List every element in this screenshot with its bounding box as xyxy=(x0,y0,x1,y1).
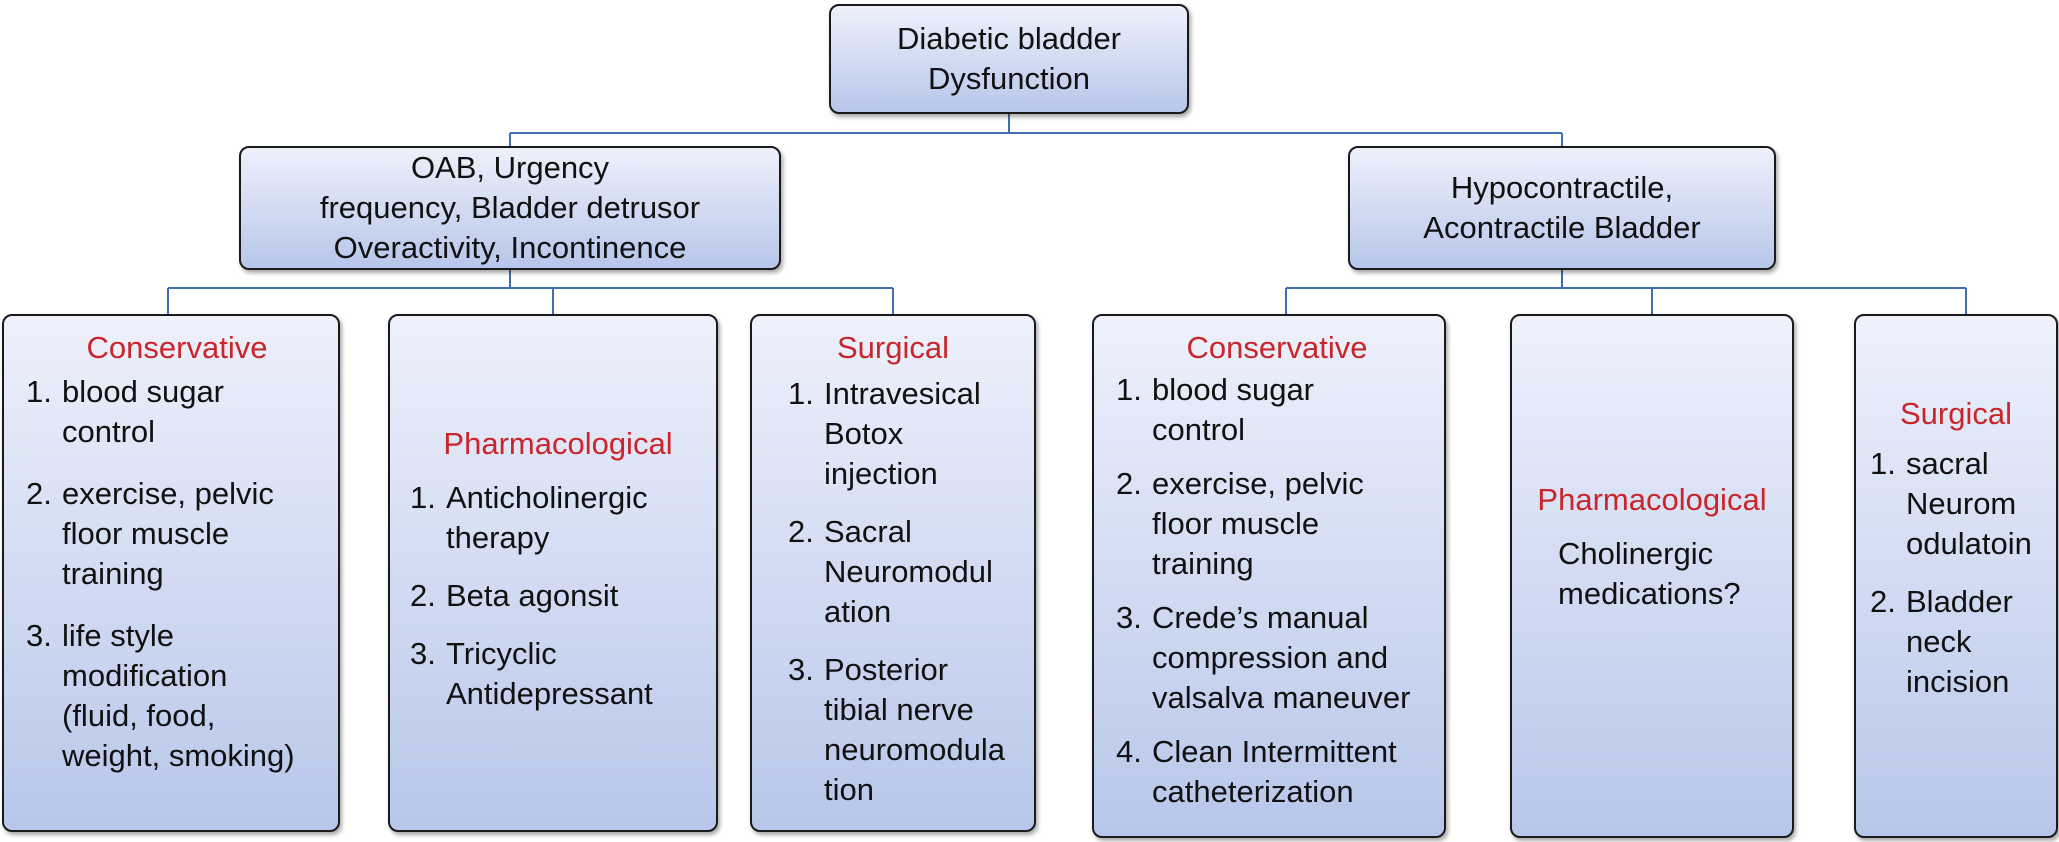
list-item: 4.Clean Intermittent catheterization xyxy=(1116,734,1397,809)
list-item: 2.exercise, pelvic floor muscle training xyxy=(1116,466,1364,581)
list-item: 1.blood sugar control xyxy=(1116,372,1315,447)
right-branch-label: Hypocontractile, Acontractile Bladder xyxy=(1423,170,1701,245)
right-surgical-node: Surgical 1.sacral Neurom odulatoin 2.Bla… xyxy=(1854,314,2058,838)
right-conservative-node: Conservative 1.blood sugar control 2.exe… xyxy=(1092,314,1446,838)
node-heading: Conservative xyxy=(1186,330,1368,365)
list-item: 1.sacral Neurom odulatoin xyxy=(1870,446,2032,561)
node-heading: Pharmacological xyxy=(1537,482,1767,517)
left-pharmacological-node: Pharmacological 1.Anticholinergic therap… xyxy=(388,314,718,832)
item-list: 1.Anticholinergic therapy 2.Beta agonsit… xyxy=(410,478,706,714)
node-heading: Surgical xyxy=(837,330,949,365)
list-item: 1.blood sugar control xyxy=(26,374,225,449)
left-conservative-node: Conservative 1.blood sugar control 2.exe… xyxy=(2,314,340,832)
list-item: 1.Intravesical Botox injection xyxy=(788,376,981,491)
item-list: 1.blood sugar control 2.exercise, pelvic… xyxy=(1116,370,1438,812)
list-item: 2.Beta agonsit xyxy=(410,578,619,613)
list-item: 3.Tricyclic Antidepressant xyxy=(410,636,653,711)
list-item: 3.Posterior tibial nerve neuromodula tio… xyxy=(788,652,1005,807)
left-surgical-node: Surgical 1.Intravesical Botox injection … xyxy=(750,314,1036,832)
right-pharmacological-node: Pharmacological Cholinergic medications? xyxy=(1510,314,1794,838)
left-branch-node: OAB, Urgency frequency, Bladder detrusor… xyxy=(239,146,781,270)
node-heading: Conservative xyxy=(86,330,268,365)
list-item: 2.Bladder neck incision xyxy=(1870,584,2013,699)
node-heading: Pharmacological xyxy=(443,426,673,461)
node-text: Cholinergic medications? xyxy=(1558,536,1741,611)
item-list: 1.blood sugar control 2.exercise, pelvic… xyxy=(26,372,328,776)
item-list: 1.Intravesical Botox injection 2.Sacral … xyxy=(788,374,1028,810)
list-item: 2.Sacral Neuromodul ation xyxy=(788,514,993,629)
right-branch-node: Hypocontractile, Acontractile Bladder xyxy=(1348,146,1776,270)
node-heading: Surgical xyxy=(1900,396,2012,431)
list-item: 1.Anticholinergic therapy xyxy=(410,480,648,555)
list-item: 2.exercise, pelvic floor muscle training xyxy=(26,476,274,591)
list-item: 3.life style modification (fluid, food, … xyxy=(26,618,295,773)
item-list: 1.sacral Neurom odulatoin 2.Bladder neck… xyxy=(1870,444,2054,702)
left-branch-label: OAB, Urgency frequency, Bladder detrusor… xyxy=(319,150,701,265)
list-item: 3.Crede’s manual compression and valsalv… xyxy=(1116,600,1411,715)
root-node: Diabetic bladder Dysfunction xyxy=(829,4,1189,114)
root-label: Diabetic bladder Dysfunction xyxy=(896,21,1122,96)
